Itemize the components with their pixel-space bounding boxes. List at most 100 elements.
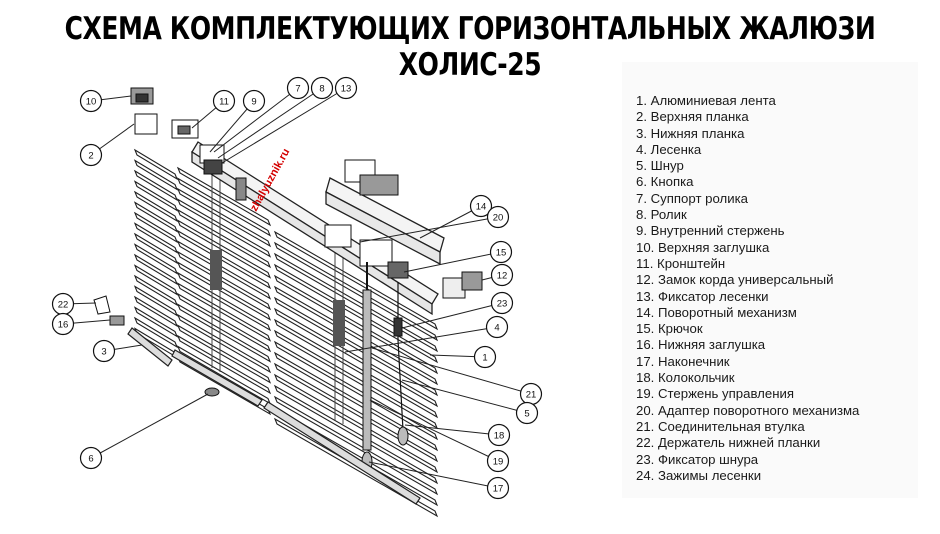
callout-marker-1: 1 <box>473 345 497 369</box>
legend-item-23: 23. Фиксатор шнура <box>636 451 759 467</box>
rail-mechanisms <box>171 119 409 279</box>
callout-number: 13 <box>341 84 352 95</box>
callout-line-21 <box>371 347 532 395</box>
slat <box>273 296 439 397</box>
legend-item-17: 17. Наконечник <box>636 353 730 369</box>
callout-marker-22: 22 <box>51 292 75 316</box>
callout-number: 14 <box>476 202 487 213</box>
slat <box>133 148 179 181</box>
callout-number: 2 <box>88 151 93 162</box>
parts-legend-panel <box>622 62 918 498</box>
slat <box>133 274 179 307</box>
legend-item-9: 9. Внутренний стержень <box>636 223 785 239</box>
slat <box>133 169 179 202</box>
slat <box>176 282 272 342</box>
callout-marker-15: 15 <box>489 240 513 264</box>
legend-item-7: 7. Суппорт ролика <box>636 190 748 206</box>
callout-line-18 <box>404 424 500 436</box>
callout-number: 6 <box>88 454 93 465</box>
callout-line-8 <box>217 87 323 159</box>
loose-parts <box>93 87 483 397</box>
slat <box>176 250 272 311</box>
callout-marker-2: 2 <box>79 143 103 167</box>
callout-number: 4 <box>494 323 499 334</box>
callout-marker-11: 11 <box>212 89 236 113</box>
slat <box>176 219 272 279</box>
callout-line-7 <box>213 87 299 153</box>
callout-marker-9: 9 <box>242 89 266 113</box>
callout-marker-7: 7 <box>286 76 310 100</box>
callout-number: 17 <box>493 484 504 495</box>
slat <box>133 201 179 233</box>
slat <box>176 166 272 227</box>
callout-line-14 <box>419 205 482 239</box>
slat <box>273 384 439 485</box>
slat <box>273 318 439 419</box>
legend-item-1: 1. Алюминиевая лента <box>636 93 776 108</box>
callout-marker-4: 4 <box>485 315 509 339</box>
callout-line-15 <box>403 251 502 273</box>
callout-marker-12: 12 <box>490 263 514 287</box>
legend-item-14: 14. Поворотный механизм <box>636 304 797 320</box>
callout-marker-16: 16 <box>51 312 75 336</box>
slat <box>273 285 439 386</box>
slat <box>273 307 439 408</box>
legend-item-21: 21. Соединительная втулка <box>636 418 805 434</box>
legend-item-20: 20. Адаптер поворотного механизма <box>636 402 860 418</box>
callout-line-6 <box>90 393 209 459</box>
callout-marker-18: 18 <box>487 423 511 447</box>
legend-item-10: 10. Верхняя заглушка <box>636 239 770 255</box>
slat <box>133 264 179 296</box>
callout-number: 23 <box>497 299 508 310</box>
legend-item-2: 2. Верхняя планка <box>636 109 749 125</box>
callout-line-5 <box>401 379 528 414</box>
callout-marker-3: 3 <box>92 339 116 363</box>
callout-line-13 <box>221 87 347 164</box>
slat <box>133 295 179 328</box>
callout-number: 10 <box>86 97 97 108</box>
bottom-rails <box>127 327 421 505</box>
callout-number: 1 <box>482 353 487 364</box>
page-title: СХЕМА КОМПЛЕКТУЮЩИХ ГОРИЗОНТАЛЬНЫХ ЖАЛЮЗ… <box>64 10 876 83</box>
callout-number: 12 <box>497 271 508 282</box>
slat <box>133 222 179 254</box>
callout-number: 22 <box>58 300 69 311</box>
callout-marker-17: 17 <box>486 476 510 500</box>
slat-stack-middle <box>176 166 272 416</box>
callout-marker-14: 14 <box>469 194 493 218</box>
callout-marker-6: 6 <box>79 446 103 470</box>
slat <box>133 180 179 212</box>
slat <box>176 198 272 258</box>
callout-marker-20: 20 <box>486 205 510 229</box>
slat <box>133 306 179 338</box>
legend-item-12: 12. Замок корда универсальный <box>636 272 834 288</box>
legend-item-13: 13. Фиксатор лесенки <box>636 288 769 304</box>
slat <box>273 351 439 452</box>
legend-item-5: 5. Шнур <box>636 158 684 174</box>
slat <box>273 362 439 463</box>
legend-item-18: 18. Колокольчик <box>636 370 735 386</box>
legend-item-11: 11. Кронштейн <box>636 255 726 271</box>
slat <box>133 211 179 244</box>
slat <box>273 241 439 342</box>
slat <box>273 263 439 364</box>
callout-marker-23: 23 <box>490 291 514 315</box>
slat <box>133 316 179 349</box>
slat <box>176 261 272 321</box>
callout-line-17 <box>368 461 499 489</box>
legend-item-15: 15. Крючок <box>636 321 703 337</box>
slat <box>176 177 272 237</box>
callout-marker-8: 8 <box>310 76 334 100</box>
legend-item-4: 4. Лесенка <box>636 141 702 157</box>
slat <box>273 340 439 441</box>
callout-line-4 <box>344 326 498 353</box>
slat <box>133 190 179 223</box>
callout-number: 3 <box>101 347 106 358</box>
slat <box>133 243 179 275</box>
slat <box>133 159 179 191</box>
callout-line-9 <box>209 100 255 153</box>
legend-item-24: 24. Зажимы лесенки <box>636 467 762 483</box>
slat <box>133 253 179 286</box>
